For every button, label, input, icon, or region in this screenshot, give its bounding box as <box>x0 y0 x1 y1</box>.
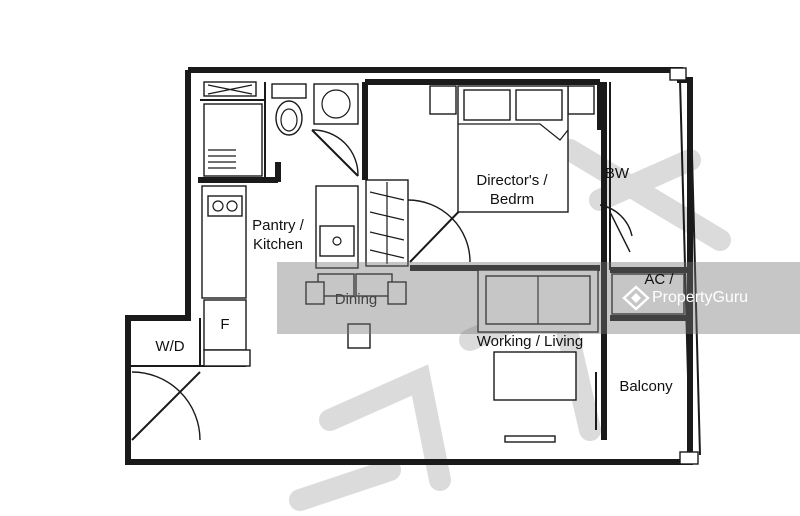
bedside-left <box>429 85 457 115</box>
label-ac-ledge: AC / <box>644 271 674 288</box>
label-dining: Dining <box>334 291 378 308</box>
corner-column <box>669 67 687 81</box>
fridge-base <box>203 349 251 367</box>
bath-door-swing <box>311 129 359 177</box>
toilet-bowl <box>275 100 303 136</box>
fridge <box>203 299 247 351</box>
label-wd: W/D <box>155 338 185 355</box>
bw-door <box>609 211 631 253</box>
dining-chair-right <box>387 281 407 305</box>
label-bw: BW <box>604 165 630 182</box>
balcony-edge-inner <box>679 79 691 451</box>
pillow-right <box>515 89 563 121</box>
watermark-band <box>277 262 800 334</box>
corner-column-bottom <box>679 451 699 465</box>
ac-ledge <box>611 273 685 315</box>
watermark-brand: PropertyGuru <box>652 289 749 306</box>
label-directors-bedrm: Director's / Bedrm <box>476 172 548 208</box>
kitchen-sink <box>319 225 355 257</box>
shower-tray <box>203 103 263 177</box>
label-balcony: Balcony <box>619 378 673 395</box>
balcony-edge <box>689 79 701 456</box>
dining-chair-bottom <box>347 323 371 349</box>
dining-chair-left <box>305 281 325 305</box>
coffee-table <box>493 351 577 401</box>
label-pantry-kitchen: Pantry / Kitchen <box>252 217 304 253</box>
bedside-right <box>567 85 595 115</box>
wash-basin <box>313 83 359 125</box>
toilet-cistern <box>271 83 307 99</box>
tv-console <box>504 435 556 443</box>
label-working-living: Working / Living <box>476 333 584 350</box>
pillow-left <box>463 89 511 121</box>
label-fridge: F <box>220 316 230 333</box>
propertyguru-logo-icon <box>622 285 650 311</box>
